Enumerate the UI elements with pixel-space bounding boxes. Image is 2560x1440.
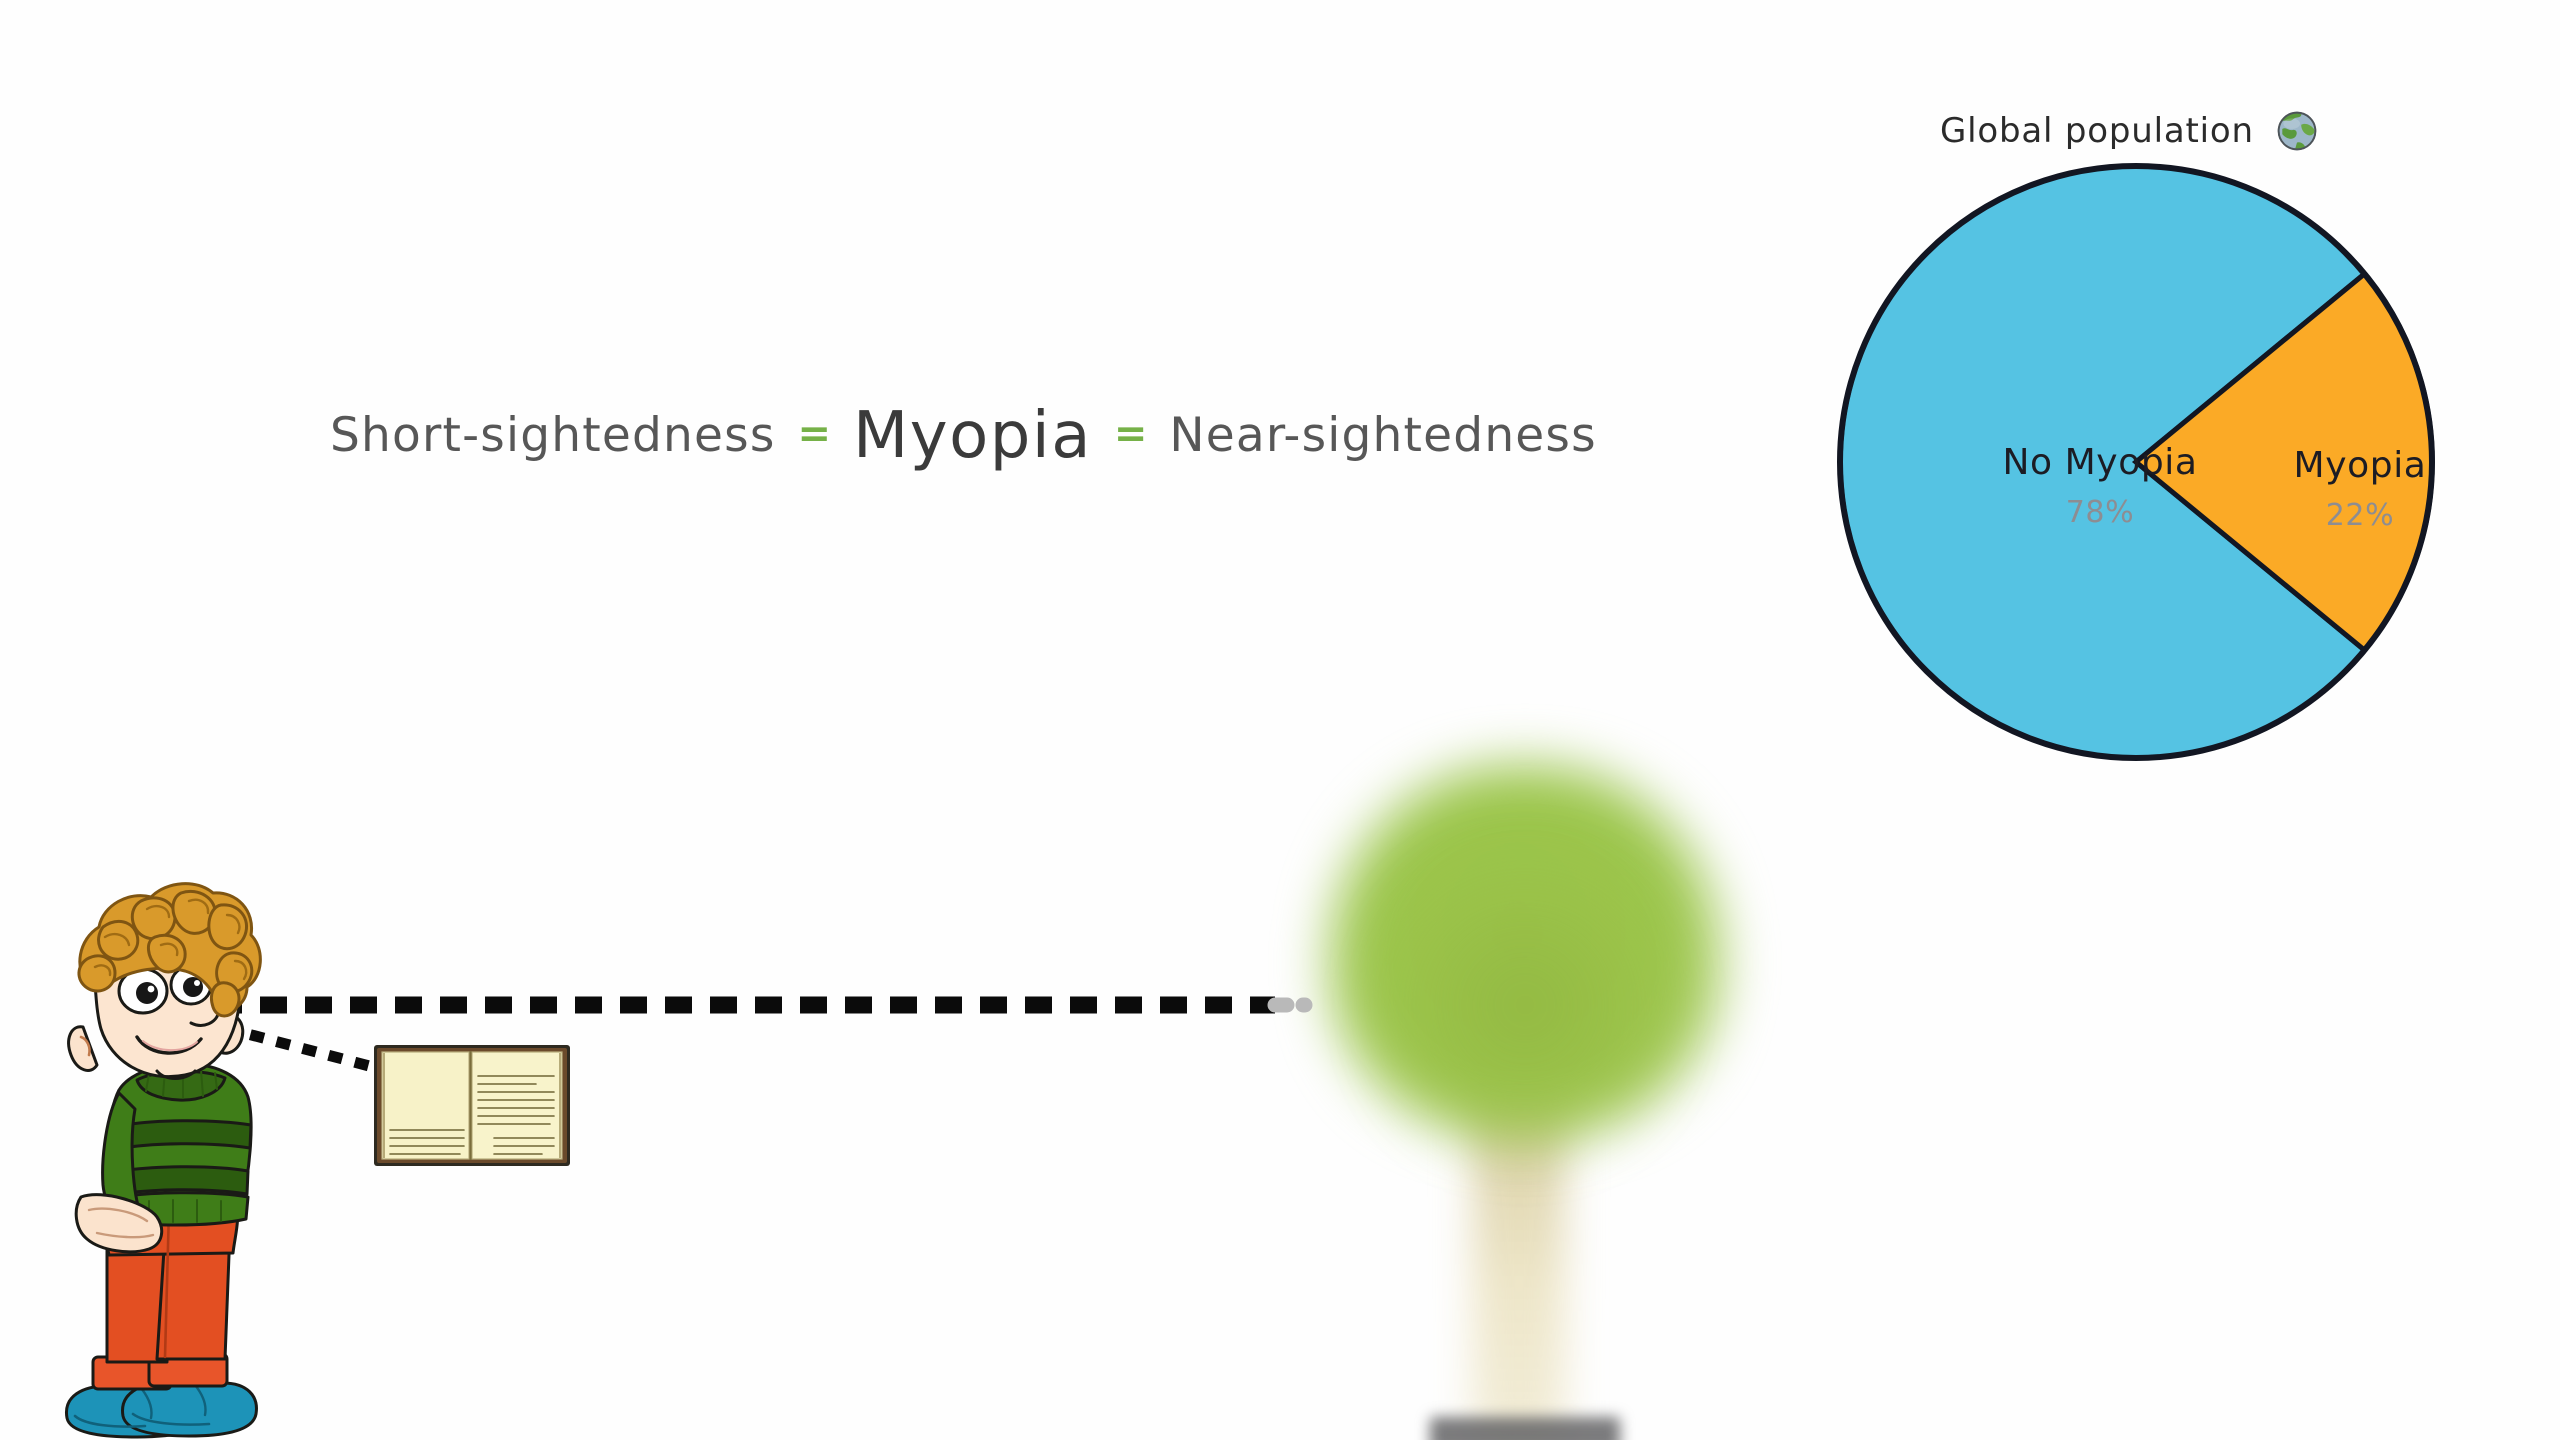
tree-canopy-core: [1385, 865, 1665, 1145]
earth-globe-icon: [2277, 111, 2317, 151]
headline-main-term: Myopia: [853, 399, 1092, 473]
pie-chart-svg: [1837, 163, 2435, 761]
boy-character: [65, 882, 262, 1439]
dotted-sight-line-to-tree: [170, 996, 1313, 1014]
pie-chart-title-row: Global population: [1940, 110, 2318, 152]
headline-right-term: Near-sightedness: [1169, 408, 1597, 463]
headline-equals-sign-2: =: [1113, 411, 1148, 457]
headline-left-term: Short-sightedness: [330, 408, 776, 463]
boy-hair: [77, 882, 262, 1018]
headline-equation: Short-sightedness = Myopia = Near-sighte…: [330, 393, 1597, 473]
tree-ground-shadow: [1430, 1417, 1620, 1440]
boy-sweater-stripe-1: [109, 1119, 253, 1152]
open-book: [374, 1045, 570, 1166]
blurred-tree: [1290, 745, 1780, 1440]
boy-ear-left: [67, 1025, 99, 1072]
boy-sweater-stripe-2: [106, 1165, 250, 1198]
headline-equals-sign-1: =: [797, 411, 832, 457]
global-population-pie-chart: Global population: [1837, 100, 2460, 800]
pie-chart-title: Global population: [1940, 111, 2254, 151]
